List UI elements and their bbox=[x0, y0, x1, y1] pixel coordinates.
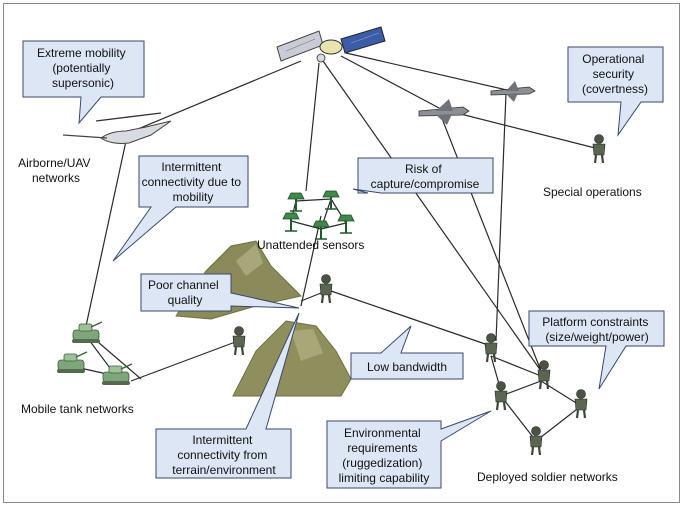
tank-icon bbox=[57, 351, 88, 373]
svg-text:Environmental requirem: Environmental requirements (ruggedizatio… bbox=[339, 426, 430, 485]
soldier-icon bbox=[319, 274, 333, 304]
callout-operational-security: Operational security (covertness) bbox=[567, 46, 664, 137]
soldier-group bbox=[232, 134, 606, 456]
callout-line: terrain/environment bbox=[172, 463, 276, 477]
sensor-group bbox=[282, 190, 355, 240]
label-deployed-soldier-networks: Deployed soldier networks bbox=[477, 470, 618, 484]
sensor-icon bbox=[322, 190, 340, 210]
label-airborne: Airborne/UAV networks bbox=[18, 156, 94, 185]
callout-line: Intermittent bbox=[192, 433, 253, 447]
callout-line: capture/compromise bbox=[371, 177, 480, 191]
sensor-icon bbox=[337, 214, 355, 234]
link-sat-soldier bbox=[322, 60, 542, 372]
svg-text:Intermittent connectiv: Intermittent connectivity from terrain/e… bbox=[172, 433, 276, 477]
tank-icon bbox=[72, 321, 103, 343]
link-aircraft-soldier bbox=[440, 115, 542, 372]
callout-line: (ruggedization) bbox=[342, 456, 422, 470]
callout-line: Poor channel bbox=[148, 278, 219, 292]
callout-line: Intermittent bbox=[161, 160, 222, 174]
soldier-icon bbox=[592, 134, 606, 164]
callout-environmental: Environmental requirements (ruggedizatio… bbox=[326, 410, 492, 489]
link-s1-s2 bbox=[295, 198, 332, 202]
soldier-icon bbox=[537, 360, 551, 390]
link-d2-d4 bbox=[500, 395, 537, 442]
callout-line: connectivity due to bbox=[142, 175, 242, 189]
link-soldier-deployed bbox=[330, 290, 492, 347]
tank-group bbox=[57, 321, 133, 385]
callout-intermittent-mobility: Intermittent connectivity due to mobilit… bbox=[112, 155, 249, 262]
callout-poor-channel: Poor channel quality bbox=[140, 273, 300, 312]
callout-line: Platform constraints bbox=[542, 315, 648, 329]
aircraft-icon bbox=[490, 81, 536, 102]
callout-line: connectivity from bbox=[177, 448, 267, 462]
mountain-icon bbox=[175, 240, 352, 397]
svg-text:Platform constraints (: Platform constraints (size/weight/power) bbox=[542, 315, 651, 344]
network-diagram: Extreme mobility (potentially supersonic… bbox=[18, 26, 665, 489]
label-line: Airborne/UAV bbox=[18, 156, 90, 170]
label-mobile-tank-networks: Mobile tank networks bbox=[21, 402, 134, 416]
sensor-icon bbox=[287, 192, 305, 212]
link-sat-sensors bbox=[305, 62, 320, 192]
callout-low-bandwidth: Low bandwidth bbox=[350, 325, 464, 380]
callout-platform-constraints: Platform constraints (size/weight/power) bbox=[528, 310, 665, 390]
link-d2-d3 bbox=[500, 380, 542, 397]
tank-icon bbox=[102, 363, 133, 385]
callout-line: limiting capability bbox=[339, 471, 430, 485]
link-heli-tanks bbox=[85, 140, 127, 327]
callout-risk: Risk of capture/compromise bbox=[352, 157, 494, 194]
svg-text:Poor channel quality: Poor channel quality bbox=[148, 278, 222, 307]
callout-line: Operational bbox=[582, 52, 644, 66]
node-labels: Airborne/UAV networks Unattended sensors… bbox=[18, 156, 642, 484]
callout-line: Risk of bbox=[405, 162, 442, 176]
callout-intermittent-terrain: Intermittent connectivity from terrain/e… bbox=[155, 312, 300, 479]
callout-line: (size/weight/power) bbox=[545, 330, 648, 344]
callout-line: security bbox=[593, 67, 634, 81]
callout-line: Environmental bbox=[344, 426, 421, 440]
label-unattended-sensors: Unattended sensors bbox=[257, 238, 364, 252]
svg-text:Intermittent connectiv: Intermittent connectivity due to mobilit… bbox=[142, 160, 245, 204]
callout-line: mobility bbox=[173, 190, 214, 204]
sensor-icon bbox=[312, 220, 330, 240]
link-s3-s5 bbox=[290, 220, 322, 230]
aircraft-icon bbox=[418, 99, 470, 125]
callout-line: Extreme mobility bbox=[37, 46, 126, 60]
link-plane2-deployed bbox=[495, 92, 507, 342]
link-d1-d3 bbox=[490, 355, 542, 377]
svg-text:Extreme mobility (pote: Extreme mobility (potentially supersonic… bbox=[37, 46, 129, 90]
link-d4-d5 bbox=[535, 405, 582, 442]
callout-line: quality bbox=[168, 293, 203, 307]
sensor-icon bbox=[282, 212, 300, 232]
soldier-icon bbox=[574, 389, 588, 419]
soldier-icon bbox=[494, 381, 508, 411]
callout-extreme-mobility: Extreme mobility (potentially supersonic… bbox=[22, 40, 145, 125]
link-tanks-soldier bbox=[130, 340, 239, 382]
callout-line: requirements bbox=[347, 441, 417, 455]
link-sat-heli bbox=[125, 60, 302, 135]
link-soldier-tank2 bbox=[90, 335, 142, 380]
label-line: networks bbox=[32, 171, 80, 185]
label-special-operations: Special operations bbox=[543, 185, 642, 199]
link-sat-plane2 bbox=[345, 52, 512, 92]
soldier-icon bbox=[484, 333, 498, 363]
svg-text:Operational security: Operational security (covertness) bbox=[582, 52, 648, 96]
diagram-frame: Extreme mobility (potentially supersonic… bbox=[3, 3, 680, 503]
callout-group: Extreme mobility (potentially supersonic… bbox=[22, 40, 665, 489]
soldier-icon bbox=[529, 426, 543, 456]
callout-line: Low bandwidth bbox=[367, 360, 447, 374]
soldier-icon bbox=[232, 326, 246, 356]
helicopter-icon bbox=[62, 112, 172, 144]
satellite-icon bbox=[276, 26, 386, 63]
svg-text:Risk of capture/compro: Risk of capture/compromise bbox=[371, 162, 480, 191]
callout-line: supersonic) bbox=[52, 76, 114, 90]
link-s4-s5 bbox=[320, 222, 347, 230]
callout-line: (potentially bbox=[52, 61, 110, 75]
callout-line: (covertness) bbox=[582, 82, 648, 96]
link-sat-aircraft bbox=[340, 55, 442, 110]
link-aircraft-specialops bbox=[440, 108, 600, 150]
link-sensors-soldier bbox=[300, 215, 322, 307]
